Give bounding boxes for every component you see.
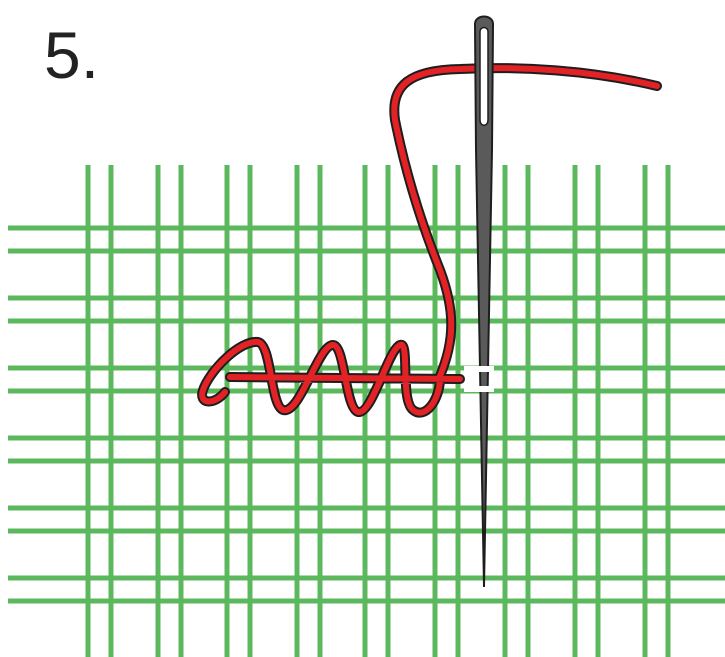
needle-grid-crossing xyxy=(464,366,494,392)
thread-icon xyxy=(197,63,662,418)
fabric-grid xyxy=(8,165,725,657)
needle-icon xyxy=(473,15,495,588)
step-number: 5. xyxy=(44,18,100,92)
